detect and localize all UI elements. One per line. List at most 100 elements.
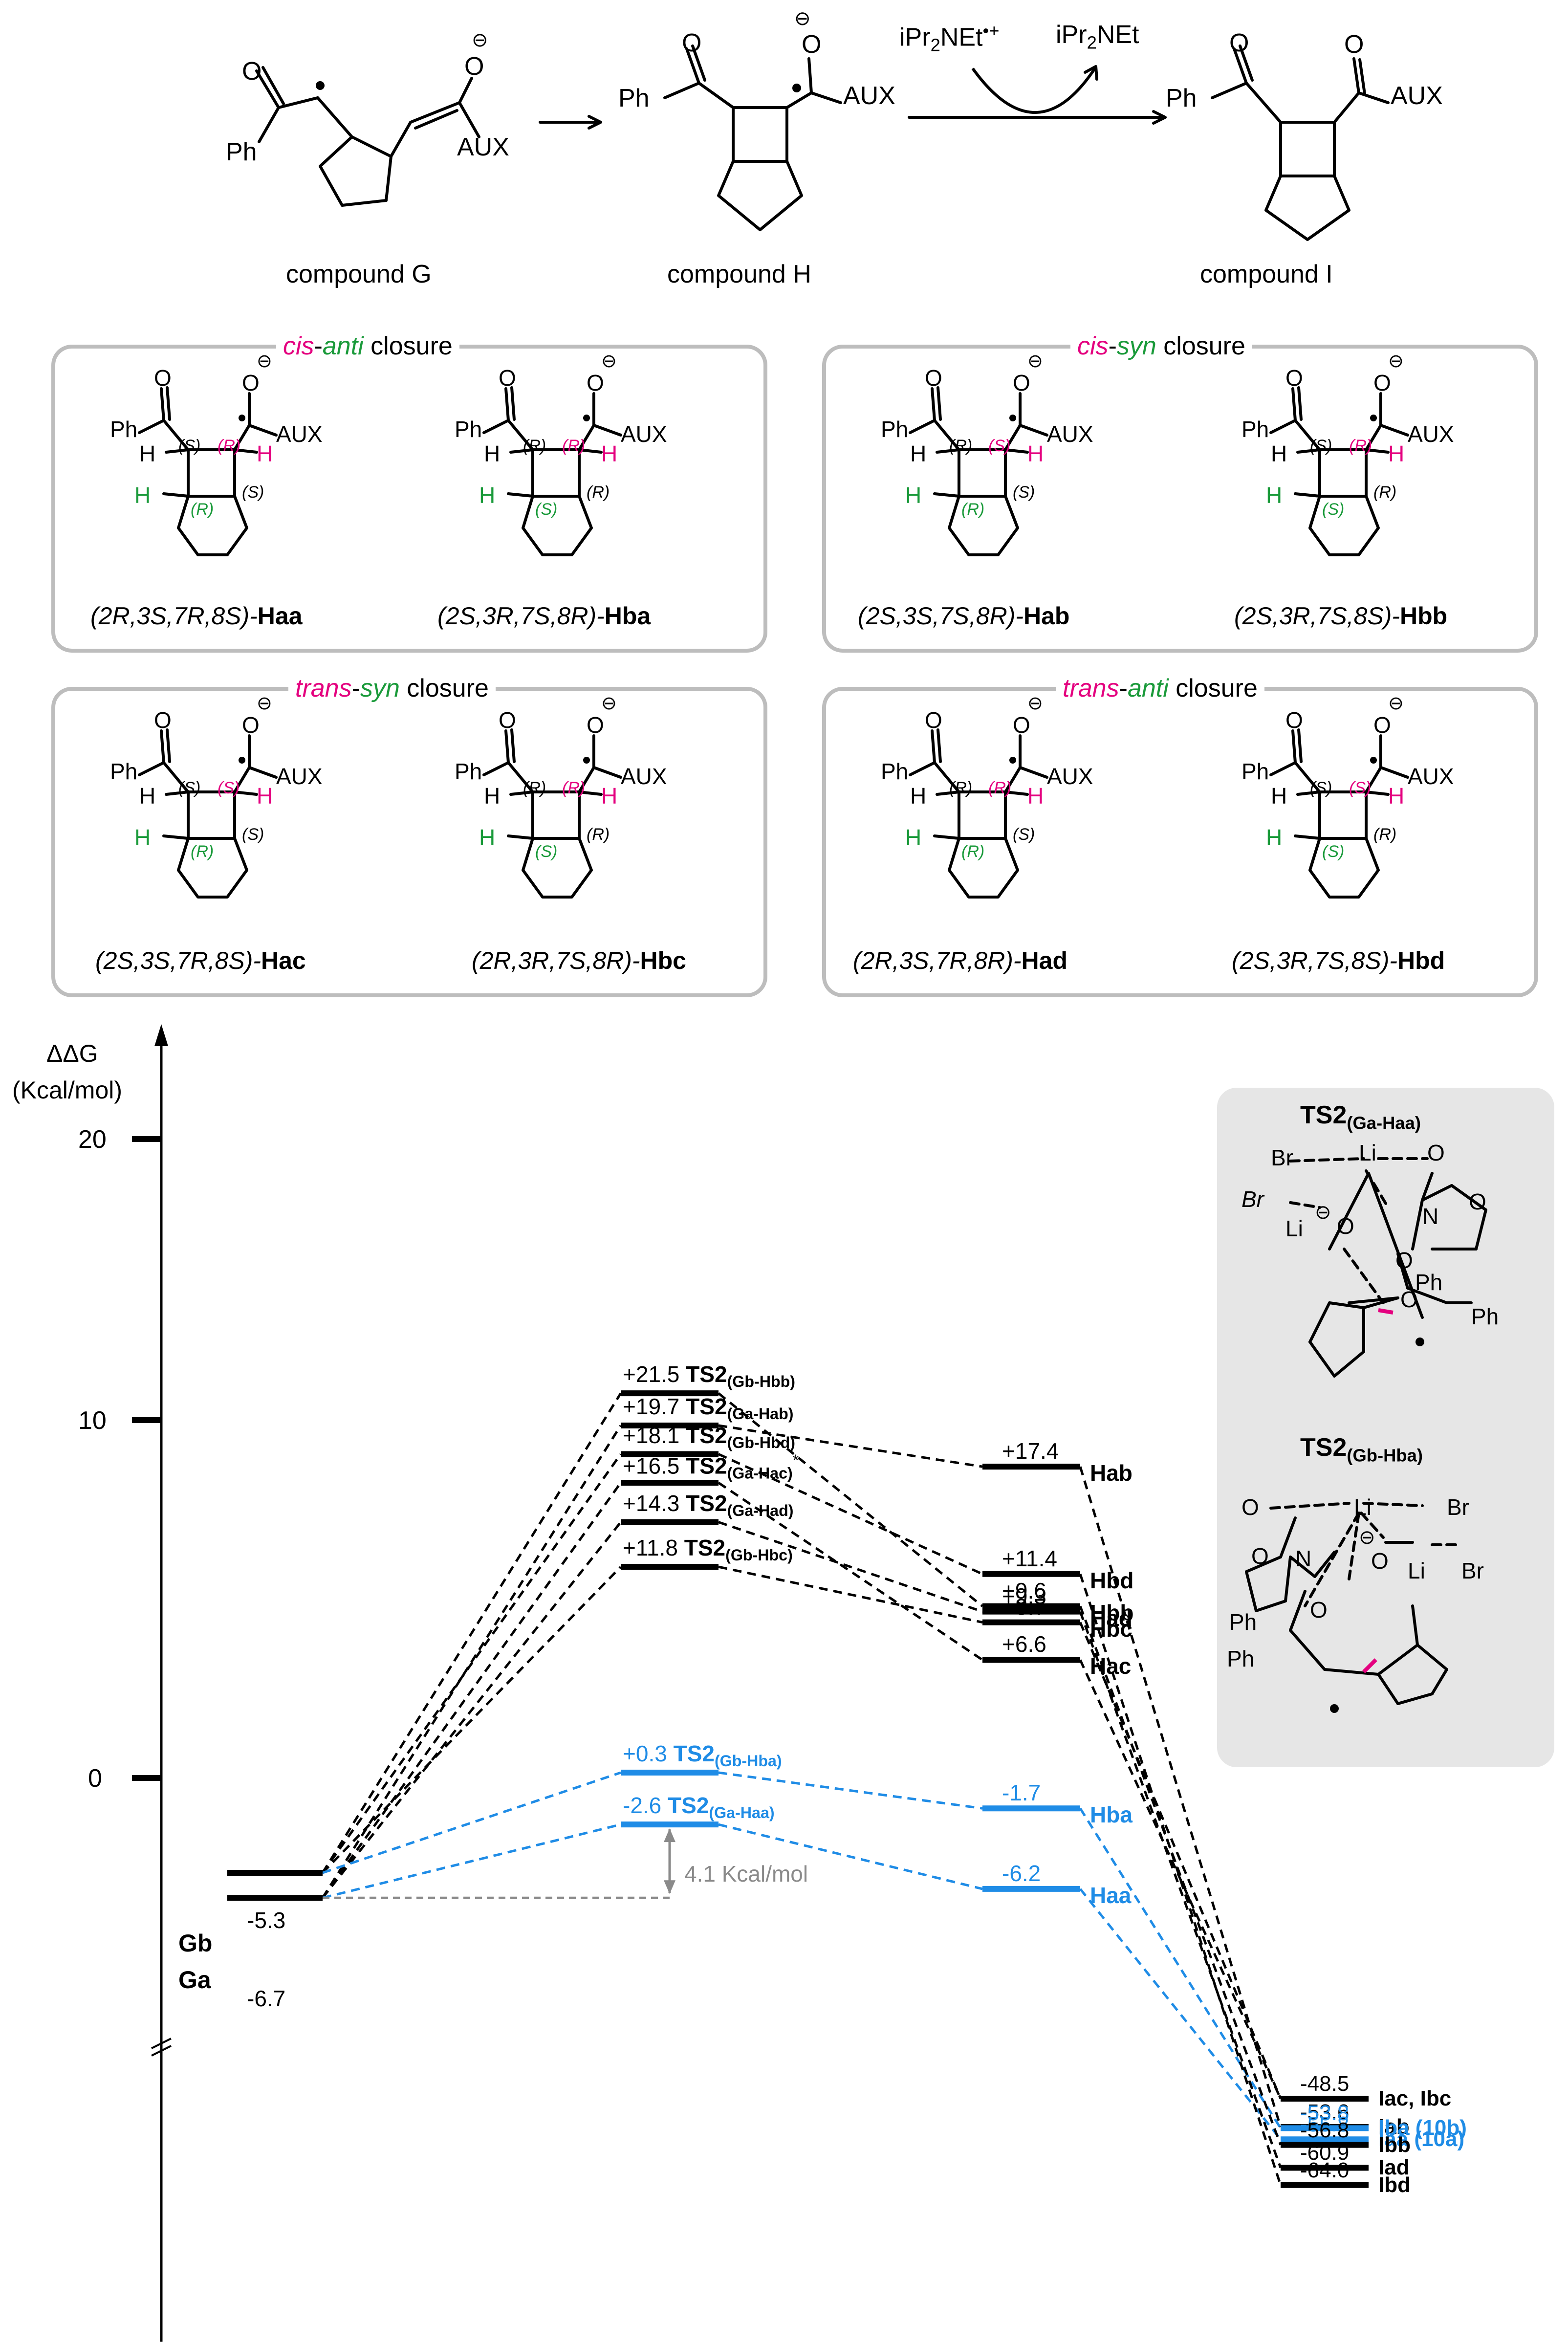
gap-arrowhead-1 [664, 1880, 675, 1894]
product-name-iab: Iab [1378, 2115, 1410, 2139]
intermediate-link-hac [718, 1482, 983, 1661]
product-value-iaa-10a-: -55.8 [1300, 2112, 1350, 2137]
ts-link-0 [321, 1392, 622, 1874]
product-name-iaa-10a-: Iaa (10a) [1378, 2127, 1465, 2151]
i-ph-label: Ph [1166, 84, 1197, 112]
intermediate-value-hba: -1.7 [1002, 1780, 1041, 1806]
g-ph-label: Ph [226, 138, 257, 166]
ts-label-7: -2.6 TS2(Ga-Haa) [623, 1793, 775, 1822]
caption-hbd: (2S,3R,7S,8S)-Hbd [1232, 947, 1445, 974]
product-name-iad: Iad [1378, 2155, 1410, 2180]
intermediate-value-hbb: +9.6 [1002, 1578, 1046, 1603]
intermediate-name-hbd: Hbd [1090, 1567, 1134, 1593]
caption-hbb: (2S,3R,7S,8S)-Hbb [1234, 602, 1448, 630]
ts-link-7 [322, 1823, 621, 1899]
tick-label-20: 20 [78, 1125, 107, 1154]
inset-1-title: TS2(Ga-Haa) [1300, 1101, 1421, 1133]
intermediate-name-hac: Hac [1090, 1653, 1132, 1679]
axis-break-2 [151, 2045, 172, 2057]
i-aux-label: AUX [1391, 82, 1443, 110]
intermediate-link-hbd [718, 1453, 983, 1576]
compound-h-structure [663, 44, 842, 231]
tick-label-10: 10 [78, 1406, 107, 1435]
intermediate-name-hbc: Hbc [1090, 1616, 1132, 1642]
intermediate-name-hbb: Hbb [1090, 1600, 1134, 1625]
caption-hac: (2S,3S,7R,8S)-Hac [95, 947, 306, 974]
reaction-arrow-2 [908, 65, 1167, 125]
product-value-iab: -53.6 [1300, 2100, 1350, 2125]
panel-trans-anti-title: trans-anti closure [1056, 676, 1264, 701]
ts-label-0: +21.5 TS2(Gb-Hbb) [623, 1361, 795, 1391]
compound-i-label: compound I [1200, 260, 1333, 288]
ts-label-4: +14.3 TS2(Ga-Had) [623, 1490, 794, 1519]
y-axis-label-delta: ΔΔG [46, 1040, 98, 1067]
product-link-iab-hab [1079, 1466, 1282, 2128]
compound-g-structure [255, 66, 480, 207]
panel-cis-anti-title: cis-anti closure [276, 333, 459, 359]
g-aux-label: AUX [457, 133, 509, 161]
level-ga-value: -6.7 [247, 1986, 286, 2011]
intermediate-link-hbb [718, 1392, 983, 1607]
product-link-iba-10b--hba [1079, 1807, 1282, 2129]
molecule-hbb [1269, 386, 1409, 556]
ts-link-6 [322, 1771, 621, 1874]
intermediate-link-hba [718, 1771, 983, 1810]
compound-i-structure [1211, 44, 1390, 241]
product-link-ibd-hbd [1079, 1573, 1282, 2186]
product-link-iac-ibc-hac [1079, 1659, 1282, 2100]
product-name-iac-ibc: Iac, Ibc [1378, 2086, 1452, 2110]
gap-label: 4.1 Kcal/mol [684, 1861, 808, 1886]
caption-hbc: (2R,3R,7S,8R)-Hbc [472, 947, 686, 974]
intermediate-value-hbd: +11.4 [1002, 1545, 1057, 1571]
molecule-hbc [482, 728, 622, 899]
ts-label-6: +0.3 TS2(Gb-Hba) [623, 1741, 782, 1770]
ts-link-2 [321, 1453, 622, 1874]
product-value-ibb: -56.8 [1300, 2118, 1350, 2142]
intermediate-name-haa: Haa [1090, 1882, 1132, 1908]
inset-2-title: TS2(Gb-Hba) [1300, 1433, 1423, 1466]
reagent-amine: iPr2NEt [1056, 21, 1139, 53]
molecule-hba [482, 386, 622, 556]
compound-h-label: compound H [667, 260, 811, 288]
ts-inset-structure-1 [1245, 1157, 1487, 1713]
product-name-iba-10b-: Iba (10b) [1378, 2116, 1467, 2140]
product-link-iad-had [1079, 1611, 1282, 2169]
intermediate-name-had: Had [1090, 1605, 1132, 1631]
product-link-ibb-hbb [1079, 1605, 1282, 2146]
y-axis-label-unit: (Kcal/mol) [12, 1076, 123, 1104]
ts-label-5: +11.8 TS2(Gb-Hbc) [623, 1535, 793, 1564]
molecule-had [909, 728, 1048, 899]
molecule-hac [138, 728, 278, 899]
h-ph-label: Ph [618, 84, 650, 112]
product-link-iaa-10a--haa [1079, 1888, 1282, 2140]
intermediate-name-hba: Hba [1090, 1802, 1132, 1828]
level-gb-value: -5.3 [247, 1908, 286, 1933]
level-ga-name: Ga [178, 1966, 211, 1994]
reaction-arrow-1 [539, 115, 602, 130]
caption-hba: (2S,3R,7S,8R)-Hba [437, 602, 651, 630]
panel-cis-syn-title: cis-syn closure [1070, 333, 1252, 359]
intermediate-link-haa [718, 1823, 983, 1890]
product-name-ibb: Ibb [1378, 2132, 1411, 2157]
product-value-ibd: -64.0 [1300, 2158, 1350, 2182]
ts-label-1: +19.7 TS2(Ga-Hab) [623, 1393, 794, 1423]
product-value-iba-10b-: -53.8 [1300, 2101, 1350, 2126]
intermediate-value-hab: +17.4 [1002, 1438, 1059, 1464]
product-value-iac-ibc: -48.5 [1300, 2072, 1350, 2096]
intermediate-value-haa: -6.2 [1002, 1860, 1041, 1886]
intermediate-value-had: +9.3 [1002, 1583, 1046, 1609]
ts-link-3 [321, 1482, 622, 1899]
intermediate-link-had [718, 1521, 983, 1613]
ts-label-3: +16.5 TS2(Ga-Hac)* [623, 1451, 799, 1482]
caption-haa: (2R,3S,7R,8S)-Haa [90, 602, 303, 630]
reagent-radical-cation: iPr2NEt•+ [899, 21, 1000, 55]
ts-link-4 [322, 1521, 622, 1899]
axis-break-1 [151, 2038, 172, 2049]
intermediate-value-hbc: +8.7 [1002, 1594, 1046, 1620]
intermediate-link-hbc [718, 1565, 983, 1624]
intermediate-name-hab: Hab [1090, 1460, 1132, 1486]
intermediate-value-hac: +6.6 [1002, 1631, 1046, 1657]
ts-link-5 [322, 1566, 622, 1874]
tick-label-0: 0 [88, 1764, 102, 1793]
